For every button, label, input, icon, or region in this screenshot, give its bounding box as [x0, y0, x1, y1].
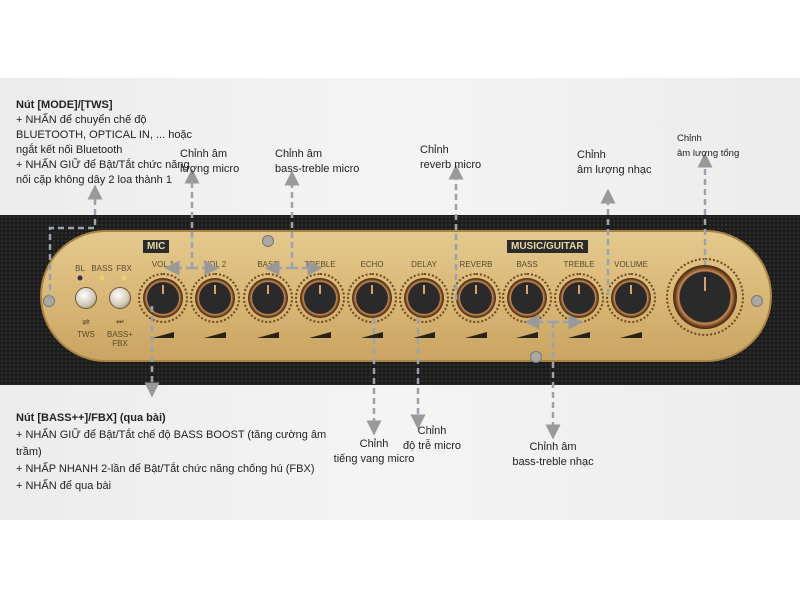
screw-icon: [530, 351, 542, 363]
knob-vol1[interactable]: [143, 278, 183, 318]
led-bl: [77, 275, 83, 281]
knob-label: ECHO: [360, 260, 384, 269]
knob-label: VOLUME: [614, 260, 648, 269]
knob-bass[interactable]: [507, 278, 547, 318]
knob-scale: [399, 273, 449, 323]
music-section-tag: MUSIC/GUITAR: [507, 240, 588, 253]
mic-section-tag: MIC: [143, 240, 170, 253]
bass-fbx-annotation: Nút [BASS++]/FBX] (qua bài) + NHẤN GIỮ đ…: [16, 412, 327, 492]
knob-delay[interactable]: [404, 278, 444, 318]
level-indicator-icon: [152, 332, 174, 338]
knob-label: REVERB: [459, 260, 493, 269]
level-indicator-icon: [413, 332, 435, 338]
level-indicator-icon: [361, 332, 383, 338]
tws-icon: ⇌: [82, 317, 90, 327]
knob-scale: [451, 273, 501, 323]
mode-arrow: [48, 184, 103, 300]
level-indicator-icon: [516, 332, 538, 338]
knob-label: VOL 1: [151, 260, 175, 269]
level-indicator-icon: [309, 332, 331, 338]
knob-vol2[interactable]: [195, 278, 235, 318]
level-indicator-icon: [204, 332, 226, 338]
skip-next-icon: ⏭: [116, 317, 124, 326]
screw-icon: [262, 235, 274, 247]
knob-volume[interactable]: [611, 278, 651, 318]
mode-tws-button[interactable]: [75, 287, 97, 309]
bass-fbx-label: BASS+ FBX: [106, 330, 134, 348]
tws-label: TWS: [77, 330, 95, 339]
bass-fbx-button[interactable]: [109, 287, 131, 309]
knob-scale: [347, 273, 397, 323]
level-indicator-icon: [465, 332, 487, 338]
level-indicator-icon: [568, 332, 590, 338]
knob-scale: [138, 273, 188, 323]
knob-bass[interactable]: [248, 278, 288, 318]
mode-tws-annotation: Nút [MODE]/[TWS] + NHẤN để chuyển chế độ…: [16, 99, 193, 186]
led-bass: [99, 275, 105, 281]
screw-icon: [751, 295, 763, 307]
knob-reverb[interactable]: [456, 278, 496, 318]
led-label-fbx: FBX: [116, 264, 132, 273]
knob-label: DELAY: [411, 260, 437, 269]
knob-treble[interactable]: [559, 278, 599, 318]
led-label-bass: BASS: [91, 264, 113, 273]
master-volume-knob[interactable]: [673, 265, 737, 329]
knob-scale: [606, 273, 656, 323]
knob-label: TREBLE: [563, 260, 595, 269]
knob-label: BASS: [516, 260, 538, 269]
level-indicator-icon: [257, 332, 279, 338]
knob-treble[interactable]: [300, 278, 340, 318]
knob-echo[interactable]: [352, 278, 392, 318]
level-indicator-icon: [620, 332, 642, 338]
led-fbx: [121, 275, 127, 281]
led-label-bl: BL: [75, 264, 85, 273]
